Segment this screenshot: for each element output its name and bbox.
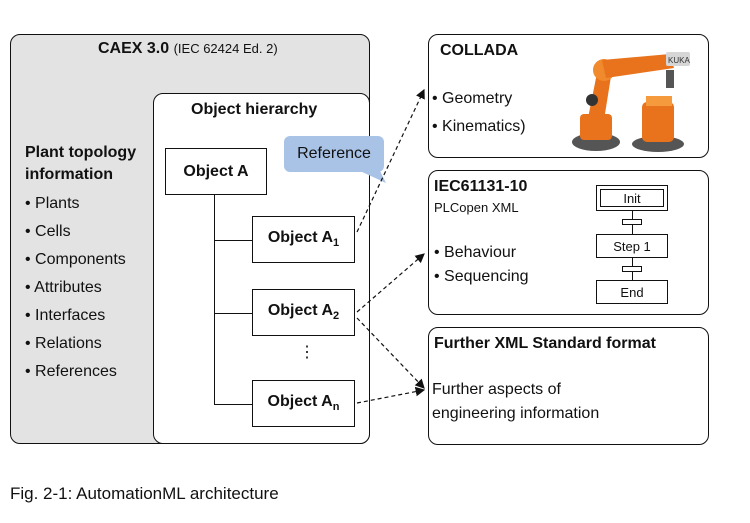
object-an-label: Object An <box>267 393 340 414</box>
svg-text:KUKA: KUKA <box>668 56 690 65</box>
list-item: Kinematics) <box>432 117 526 139</box>
list-item: Cells <box>25 222 126 250</box>
further-xml-panel <box>428 327 709 445</box>
figure-caption: Fig. 2-1: AutomationML architecture <box>10 484 279 503</box>
object-a-node: Object A <box>165 148 267 195</box>
arrow-a2-to-further <box>356 317 425 389</box>
topology-title-line1: Plant topology <box>25 144 137 161</box>
iec-list: Behaviour Sequencing <box>434 243 529 295</box>
caex-heading: CAEX 3.0 (IEC 62424 Ed. 2) <box>98 40 278 58</box>
object-a1-node: Object A1 <box>252 216 355 263</box>
object-an-node: Object An <box>252 380 355 427</box>
list-item: Components <box>25 250 126 278</box>
reference-label: Reference <box>297 145 371 162</box>
iec-title: IEC61131-10 <box>434 178 528 195</box>
sfc-transition <box>622 266 642 272</box>
object-hierarchy-title: Object hierarchy <box>191 101 318 118</box>
sfc-end-step: End <box>596 280 668 304</box>
list-item: Geometry <box>432 89 526 117</box>
further-text-line2: engineering information <box>432 405 600 422</box>
sfc-init-inner: Init <box>600 189 664 207</box>
list-item: References <box>25 362 126 390</box>
tree-branch-line <box>214 404 252 405</box>
arrow-a1-to-collada <box>356 88 425 233</box>
further-title: Further XML Standard format <box>434 335 656 352</box>
robot-arm-icon: KUKA <box>572 52 690 152</box>
object-a2-node: Object A2 <box>252 289 355 336</box>
collada-list: Geometry Kinematics) <box>432 89 526 139</box>
list-item: Plants <box>25 194 126 222</box>
list-item: Attributes <box>25 278 126 306</box>
tree-branch-line <box>214 313 252 314</box>
arrow-a2-to-iec <box>356 253 425 313</box>
further-text-line1: Further aspects of <box>432 381 561 398</box>
reference-callout: Reference <box>284 136 384 172</box>
sfc-init-step: Init <box>596 185 668 211</box>
iec-subtitle: PLCopen XML <box>434 200 519 215</box>
caex-title: CAEX 3.0 <box>98 40 170 57</box>
ellipsis-vertical: ⋮ <box>299 344 315 361</box>
object-a2-label: Object A2 <box>267 302 340 323</box>
object-a-label: Object A <box>183 162 249 180</box>
list-item: Sequencing <box>434 267 529 295</box>
collada-title: COLLADA <box>440 42 519 59</box>
topology-title-line2: information <box>25 166 113 183</box>
list-item: Interfaces <box>25 306 126 334</box>
tree-trunk-line <box>214 195 215 405</box>
tree-branch-line <box>214 240 252 241</box>
object-a1-label: Object A1 <box>267 229 340 250</box>
sfc-transition <box>622 219 642 225</box>
topology-list: Plants Cells Components Attributes Inter… <box>25 194 126 390</box>
sfc-step-1: Step 1 <box>596 234 668 258</box>
arrow-an-to-further <box>356 386 426 404</box>
list-item: Relations <box>25 334 126 362</box>
caex-subtitle: (IEC 62424 Ed. 2) <box>173 41 278 56</box>
list-item: Behaviour <box>434 243 529 267</box>
